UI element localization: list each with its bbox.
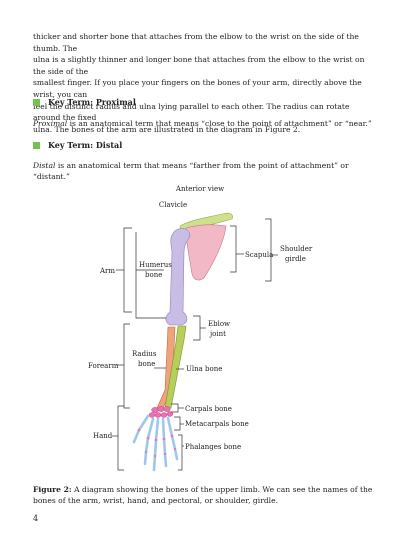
arm-label: Arm: [99, 267, 115, 275]
elbow-label: Eblow: [208, 320, 230, 328]
paragraph-line: thicker and shorter bone that attaches f…: [33, 32, 359, 53]
diagram-view-label: Anterior view: [175, 185, 224, 193]
scapula-bone: [185, 224, 227, 281]
paragraph-line: ulna is a slightly thinner and longer bo…: [33, 55, 365, 76]
forearm-label: Forearm: [88, 362, 119, 370]
ulna-label: Ulna bone: [186, 365, 222, 373]
paragraph-line: ulna. The bones of the arm are illustrat…: [33, 124, 301, 134]
humerus-label: bone: [145, 271, 162, 279]
shoulder-girdle-label: girdle: [285, 255, 306, 263]
carpal-bones: [148, 406, 174, 418]
humerus-label: Humerus: [139, 261, 172, 269]
joint-marks: [137, 428, 177, 458]
hand-bones: [132, 414, 179, 472]
radius-label: bone: [138, 360, 155, 368]
key-term-definition-distal: Distal is an anatomical term that means …: [33, 160, 373, 182]
caption-text: A diagram showing the bones of the upper…: [33, 485, 373, 506]
elbow-label: joint: [209, 330, 226, 338]
metacarpals-label: Metacarpals bone: [185, 420, 249, 428]
carpals-label: Carpals bone: [185, 405, 232, 413]
clavicle-label: Clavicle: [159, 201, 187, 209]
paragraph-line: feel the distinct radius and ulna lying …: [33, 101, 350, 123]
definition-text: is an anatomical term that means “farthe…: [33, 161, 349, 181]
key-term-heading-text: Key Term: Distal: [48, 140, 123, 150]
key-term-heading-distal: Key Term: Distal: [33, 140, 122, 150]
figure-caption: Figure 2: A diagram showing the bones of…: [33, 484, 373, 507]
term-word: Proximal: [33, 119, 68, 128]
key-term-heading-proximal: Key Term: Proximal: [33, 97, 136, 107]
ulna-bone: [164, 325, 187, 409]
label-brackets: [112, 218, 278, 471]
green-square-icon: [33, 141, 40, 149]
caption-label: Figure 2:: [33, 485, 72, 494]
radius-label: Radius: [132, 350, 157, 358]
page-number: 4: [33, 514, 39, 523]
shoulder-girdle-label: Shoulder: [280, 245, 313, 253]
hand-label: Hand: [93, 432, 113, 440]
key-term-heading-text: Key Term: Proximal: [48, 97, 136, 107]
upper-limb-diagram: Anterior view Clavicle: [88, 185, 313, 472]
phalanges-label: Phalanges bone: [185, 443, 241, 451]
body-paragraph: thicker and shorter bone that attaches f…: [33, 31, 369, 135]
green-square-icon: [33, 98, 40, 106]
humerus-bone: [165, 228, 191, 326]
key-term-definition-proximal: Proximal is an anatomical term that mean…: [33, 118, 373, 129]
definition-text: is an anatomical term that means “close …: [67, 119, 372, 128]
paragraph-line: smallest finger. If you place your finge…: [33, 78, 362, 99]
scapula-label: Scapula: [245, 251, 273, 259]
term-word: Distal: [33, 161, 56, 170]
